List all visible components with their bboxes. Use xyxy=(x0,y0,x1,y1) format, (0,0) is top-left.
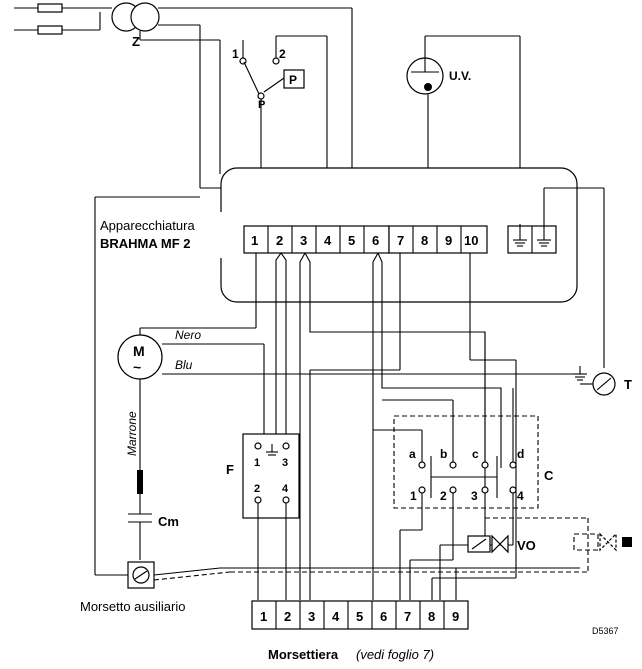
tb-terminal-2: 2 xyxy=(284,609,291,624)
filter-box xyxy=(242,433,300,519)
terminal-block-label: Morsettiera xyxy=(268,647,339,662)
control-box-ground-terminals xyxy=(507,187,605,368)
filter: F 1 3 2 4 xyxy=(226,433,300,600)
cb-terminal-10: 10 xyxy=(464,233,478,248)
tb-terminal-6: 6 xyxy=(380,609,387,624)
tb-terminal-5: 5 xyxy=(356,609,363,624)
contactor-contact-2: 2 xyxy=(440,489,447,503)
cb-terminal-3: 3 xyxy=(300,233,307,248)
ground-icon xyxy=(266,444,278,456)
ground-icon xyxy=(537,232,551,247)
valve-icon xyxy=(599,532,617,552)
uv-sensor-label: U.V. xyxy=(449,69,471,83)
valve-vo: VO xyxy=(467,510,632,572)
contactor-contact-3: 3 xyxy=(471,489,478,503)
transformer-z: Z xyxy=(111,2,160,49)
filter-pin-4: 4 xyxy=(282,483,289,495)
capacitor: Cm xyxy=(128,470,179,560)
pressostat-common-label: P xyxy=(258,99,265,111)
motor: M ~ Nero Blu Marrone xyxy=(117,328,580,470)
filter-pin-3: 3 xyxy=(282,457,288,469)
control-box-model: BRAHMA MF 2 xyxy=(100,236,191,251)
filter-label: F xyxy=(226,462,234,477)
valve-label: VO xyxy=(517,538,536,553)
aux-terminal: Morsetto ausiliario xyxy=(80,196,588,614)
tb-terminal-3: 3 xyxy=(308,609,315,624)
cb-terminal-7: 7 xyxy=(397,233,404,248)
ground-icon xyxy=(573,366,587,381)
pressostat: P 1 2 P xyxy=(232,35,328,232)
contactor: C a b c d 1 2 3 4 xyxy=(373,332,554,600)
contactor-contact-c: c xyxy=(472,447,479,461)
motor-wire-nero-label: Nero xyxy=(175,328,201,342)
valve-indicator xyxy=(622,537,632,547)
motor-wire-marrone-label: Marrone xyxy=(125,411,139,456)
tb-terminal-9: 9 xyxy=(452,609,459,624)
cb-terminal-5: 5 xyxy=(348,233,355,248)
pressostat-box xyxy=(283,69,305,89)
motor-label: M xyxy=(133,343,145,359)
contactor-contact-a: a xyxy=(409,447,416,461)
motor-ac-symbol: ~ xyxy=(133,359,141,375)
valve-icon xyxy=(491,534,509,554)
uv-sensor-cathode xyxy=(424,83,432,91)
ground-icon xyxy=(513,232,527,247)
capacitor-resistor xyxy=(137,470,143,494)
contactor-contact-4: 4 xyxy=(517,489,524,503)
filter-pin-2: 2 xyxy=(254,483,260,495)
cb-terminal-6: 6 xyxy=(372,233,379,248)
filter-pin-1: 1 xyxy=(254,457,260,469)
thermostat-label: T xyxy=(624,377,632,392)
aux-terminal-label: Morsetto ausiliario xyxy=(80,599,186,614)
contactor-contact-1: 1 xyxy=(410,489,417,503)
pressostat-contact-1-label: 1 xyxy=(232,47,239,61)
control-box-title: Apparecchiatura xyxy=(100,218,195,233)
drawing-code: D5367 xyxy=(592,626,619,636)
terminal-block: 1 2 3 4 5 6 7 8 9 Morsettiera (vedi fogl… xyxy=(251,545,469,662)
terminal-block-note: (vedi foglio 7) xyxy=(356,647,434,662)
transformer-label: Z xyxy=(132,34,140,49)
cb-terminal-1: 1 xyxy=(251,233,258,248)
cb-terminal-4: 4 xyxy=(324,233,332,248)
pressostat-box-label: P xyxy=(289,73,297,87)
cb-terminal-8: 8 xyxy=(421,233,428,248)
tb-terminal-1: 1 xyxy=(260,609,267,624)
control-box-terminals: 1 2 3 4 5 6 7 8 9 10 xyxy=(243,225,488,254)
cb-terminal-2: 2 xyxy=(276,233,283,248)
mains-input xyxy=(14,3,112,35)
transformer-coil-right xyxy=(130,2,160,32)
capacitor-label: Cm xyxy=(158,514,179,529)
motor-wire-blu-label: Blu xyxy=(175,358,193,372)
contactor-contact-d: d xyxy=(517,447,524,461)
pressostat-contact-2-label: 2 xyxy=(279,47,286,61)
thermostat: T xyxy=(573,366,632,396)
tb-terminal-7: 7 xyxy=(404,609,411,624)
contactor-box xyxy=(393,415,539,509)
contactor-contact-b: b xyxy=(440,447,447,461)
cb-terminal-9: 9 xyxy=(445,233,452,248)
tb-terminal-8: 8 xyxy=(428,609,435,624)
contactor-label: C xyxy=(544,468,554,483)
tb-terminal-4: 4 xyxy=(332,609,340,624)
